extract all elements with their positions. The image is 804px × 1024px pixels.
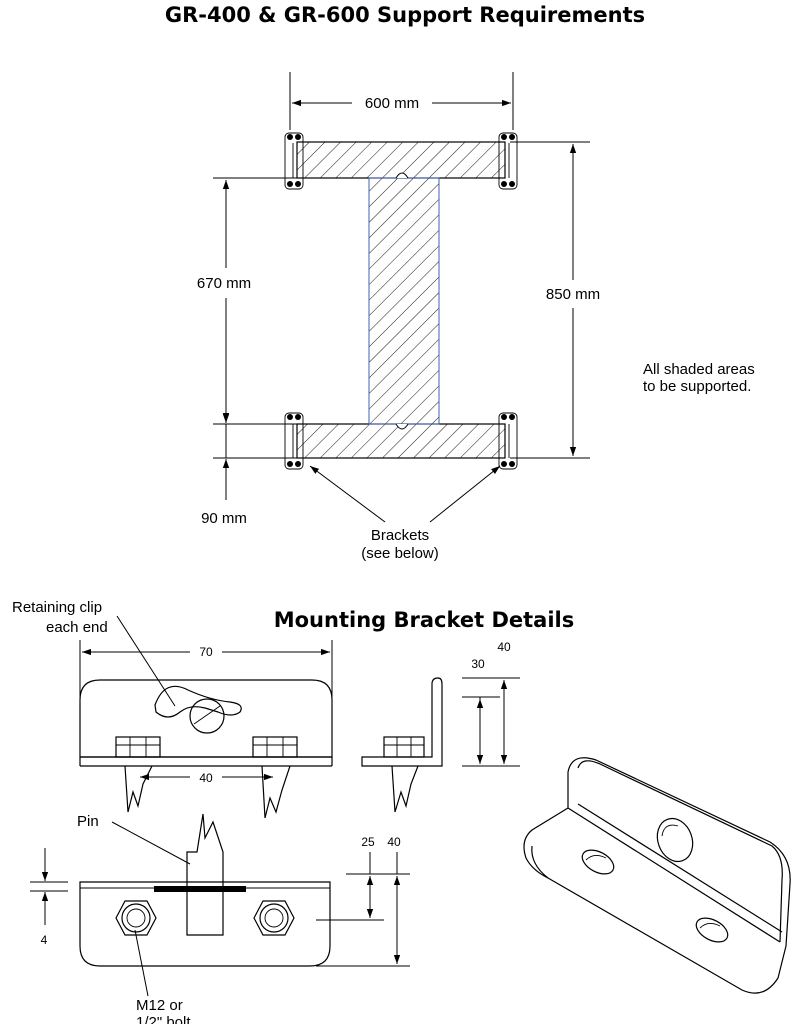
bracket-bottom-right [498, 412, 518, 470]
bracket-front-view: 70 40 [79, 640, 333, 819]
bracket-bottom-left [284, 412, 304, 470]
dimension-25-label: 25 [361, 835, 375, 849]
dimension-670-label: 670 mm [197, 275, 251, 292]
bolt-label-line2: 1/2" bolt [136, 1014, 191, 1024]
pin-label: Pin [77, 813, 99, 830]
brackets-leader-right [429, 465, 501, 523]
bolt-left-plan [115, 900, 157, 936]
bolt-head-left [115, 736, 161, 813]
top-flange-shaded [296, 141, 506, 179]
bottom-notch [395, 423, 409, 430]
bracket-plan-view: Pin M12 or 1/2" bolt 4 25 40 [30, 813, 410, 1024]
retaining-clip-callout: Retaining clip each end [12, 599, 176, 707]
dimension-850: 850 mm [510, 141, 600, 459]
dimension-4-label: 4 [41, 933, 48, 947]
brackets-label-line1: Brackets [371, 527, 429, 544]
brackets-leader-left [309, 465, 386, 523]
page-title: GR-400 & GR-600 Support Requirements [165, 3, 645, 27]
bottom-flange-shaded [296, 423, 506, 459]
dimension-90-label: 90 mm [201, 510, 247, 527]
bolt-label-line1: M12 or [136, 997, 183, 1014]
top-notch [395, 172, 409, 179]
dimension-850-label: 850 mm [546, 286, 600, 303]
bolt-head-right [252, 736, 298, 819]
shaded-areas-note-line2: to be supported. [643, 378, 751, 395]
bracket-isometric-view [523, 757, 791, 994]
brackets-label-line2: (see below) [361, 545, 439, 562]
dimension-40-bottom-label: 40 [387, 835, 401, 849]
web-shaded [368, 177, 440, 425]
bolt-right-plan [253, 900, 295, 936]
dimension-70-label: 70 [199, 645, 213, 659]
dimension-90: 90 mm [201, 405, 297, 527]
dimension-40-bolts-label: 40 [199, 771, 213, 785]
dimension-30-label: 30 [471, 657, 485, 671]
details-title: Mounting Bracket Details [274, 608, 575, 632]
svg-text:each end: each end [46, 619, 108, 636]
bracket-side-view: 30 40 [361, 640, 520, 813]
shaded-areas-note-line1: All shaded areas [643, 361, 755, 378]
dimension-600-label: 600 mm [365, 95, 419, 112]
bracket-top-left [284, 132, 304, 190]
dimension-40-side-label: 40 [497, 640, 511, 654]
dimension-670: 670 mm [197, 177, 297, 425]
bracket-top-right [498, 132, 518, 190]
svg-text:Retaining clip: Retaining clip [12, 599, 102, 616]
dimension-600: 600 mm [289, 72, 514, 130]
support-plan-view: 600 mm 850 mm 670 mm 90 mm [197, 72, 755, 562]
